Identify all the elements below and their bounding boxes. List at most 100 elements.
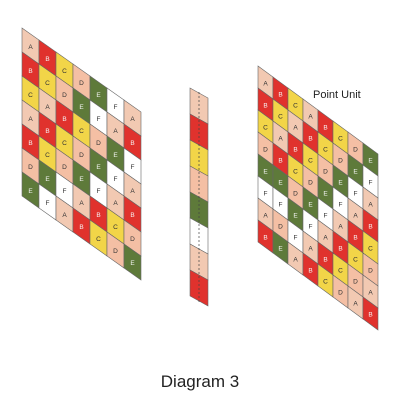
left-cell-letter: D: [96, 140, 101, 147]
left-cell-letter: A: [28, 116, 33, 123]
left-cell-letter: C: [96, 236, 101, 243]
left-cell-letter: A: [113, 200, 118, 207]
left-cell-letter: D: [62, 164, 67, 171]
right-cell-letter: F: [264, 191, 268, 198]
left-cell-letter: A: [62, 212, 67, 219]
right-cell-letter: E: [368, 158, 373, 165]
left-cell-letter: D: [113, 248, 118, 255]
right-cell-letter: B: [323, 257, 327, 264]
right-cell-letter: E: [353, 169, 358, 176]
left-cell-letter: F: [97, 116, 101, 123]
right-cell-letter: D: [368, 268, 373, 275]
left-cell-letter: B: [28, 68, 32, 75]
middle-strip: [189, 87, 209, 307]
right-cell-letter: B: [308, 136, 312, 143]
right-cell: [362, 296, 379, 331]
left-cell-letter: E: [45, 176, 50, 183]
right-cell-letter: D: [323, 169, 328, 176]
right-cell-letter: C: [368, 246, 373, 253]
left-cell-letter: D: [28, 164, 33, 171]
left-cell: [123, 243, 142, 281]
right-cell-letter: C: [323, 147, 328, 154]
right-cell-letter: D: [293, 191, 298, 198]
left-cell-letter: A: [130, 116, 135, 123]
right-cell-letter: E: [323, 191, 328, 198]
right-cell-letter: A: [293, 257, 298, 264]
right-cell-letter: A: [353, 301, 358, 308]
right-cell-letter: E: [293, 213, 298, 220]
left-cell-letter: F: [131, 164, 135, 171]
right-panel: A B C A B C D E B C A B C D E F C A B C D E F A D B C D E F A B E E D E F A B C…: [257, 65, 379, 331]
right-cell-letter: A: [368, 202, 373, 209]
diagram-caption: Diagram 3: [160, 372, 240, 391]
left-cell-letter: F: [114, 176, 118, 183]
right-cell-letter: C: [353, 257, 358, 264]
right-cell-letter: D: [308, 180, 313, 187]
right-cell-letter: A: [263, 213, 268, 220]
right-cell-letter: E: [338, 180, 343, 187]
left-cell-letter: D: [79, 152, 84, 159]
left-cell-letter: E: [130, 260, 135, 267]
left-cell-letter: B: [79, 224, 83, 231]
left-cell-letter: F: [46, 200, 50, 207]
right-cell-letter: B: [368, 224, 372, 231]
right-cell-letter: A: [353, 213, 358, 220]
right-cell-letter: E: [308, 202, 313, 209]
right-cell-letter: B: [353, 235, 357, 242]
left-cell-letter: D: [130, 236, 135, 243]
right-cell-letter: C: [323, 279, 328, 286]
left-cell-letter: B: [130, 140, 134, 147]
left-cell-letter: C: [28, 92, 33, 99]
right-cell-letter: F: [339, 202, 343, 209]
left-cell-letter: F: [63, 188, 67, 195]
right-cell-letter: C: [263, 125, 268, 132]
right-cell-letter: A: [263, 81, 268, 88]
left-cell-letter: A: [28, 44, 33, 51]
left-cell-letter: C: [113, 224, 118, 231]
left-cell-letter: C: [45, 152, 50, 159]
right-cell-letter: F: [354, 191, 358, 198]
left-cell-letter: F: [97, 188, 101, 195]
right-cell-letter: C: [278, 114, 283, 121]
right-cell-letter: A: [323, 235, 328, 242]
right-cell-letter: B: [308, 268, 312, 275]
right-cell-letter: C: [293, 103, 298, 110]
right-cell-letter: A: [368, 290, 373, 297]
right-cell-letter: F: [294, 235, 298, 242]
left-cell-letter: B: [96, 212, 100, 219]
right-cell-letter: B: [338, 246, 342, 253]
right-cell-letter: B: [293, 147, 297, 154]
left-cell-letter: B: [62, 116, 66, 123]
left-cell-letter: B: [130, 212, 134, 219]
right-cell-letter: E: [278, 246, 283, 253]
left-cell-letter: C: [62, 68, 67, 75]
left-cell-letter: C: [79, 128, 84, 135]
left-cell-letter: E: [28, 188, 33, 195]
left-cell-letter: B: [45, 56, 49, 63]
right-cell-letter: A: [338, 224, 343, 231]
left-cell-letter: A: [79, 200, 84, 207]
right-cell-letter: E: [278, 180, 283, 187]
right-cell-letter: D: [353, 147, 358, 154]
right-cell-letter: D: [338, 290, 343, 297]
right-cell-letter: B: [368, 312, 372, 319]
right-cell-letter: C: [293, 169, 298, 176]
left-panel: ABCDEFABCDEFABCABCDEFABCDEFABCDEFABDEFAB…: [21, 27, 142, 281]
right-cell-letter: F: [279, 202, 283, 209]
left-cell-letter: C: [62, 140, 67, 147]
left-cell-letter: D: [79, 80, 84, 87]
right-cell-letter: B: [263, 235, 267, 242]
left-cell-letter: C: [45, 80, 50, 87]
right-cell-letter: A: [278, 136, 283, 143]
left-cell-letter: E: [79, 176, 84, 183]
left-cell-letter: E: [96, 164, 101, 171]
left-cell-letter: E: [79, 104, 84, 111]
right-cell-letter: F: [369, 180, 373, 187]
right-cell-letter: E: [263, 169, 268, 176]
right-cell-letter: D: [353, 279, 358, 286]
right-cell-letter: F: [324, 213, 328, 220]
left-cell-letter: A: [130, 188, 135, 195]
right-cell-letter: B: [278, 92, 282, 99]
left-cell-letter: A: [45, 104, 50, 111]
